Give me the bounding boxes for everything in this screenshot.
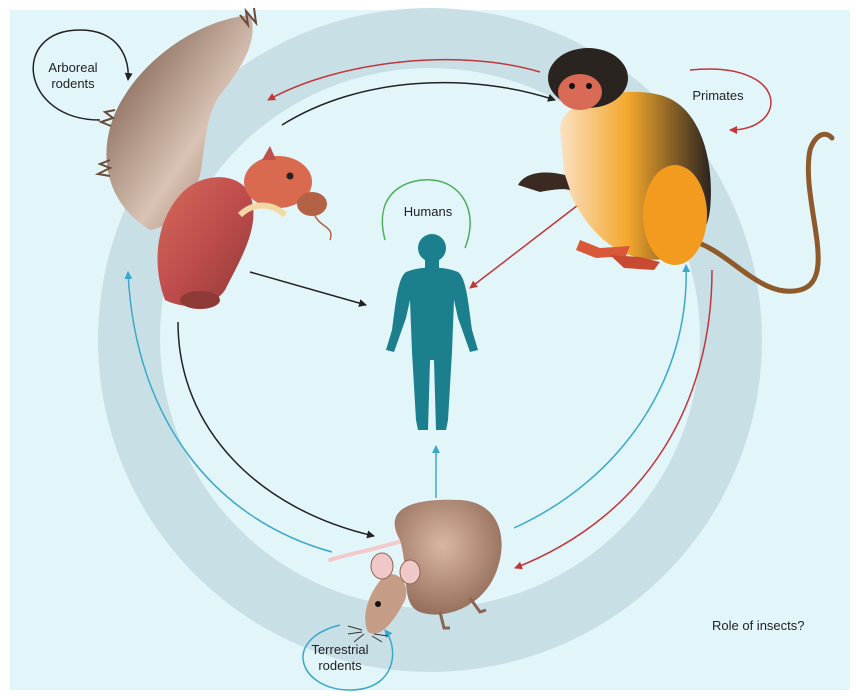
- arboreal-rodents-label: Arboreal rodents: [28, 60, 118, 92]
- role-of-insects-label: Role of insects?: [712, 618, 832, 634]
- arboreal-rodents-text: Arboreal rodents: [48, 60, 97, 91]
- primates-label: Primates: [678, 88, 758, 104]
- humans-label: Humans: [388, 204, 468, 220]
- terrestrial-rodents-text: Terrestrial rodents: [311, 642, 368, 673]
- terrestrial-rodents-label: Terrestrial rodents: [290, 642, 390, 674]
